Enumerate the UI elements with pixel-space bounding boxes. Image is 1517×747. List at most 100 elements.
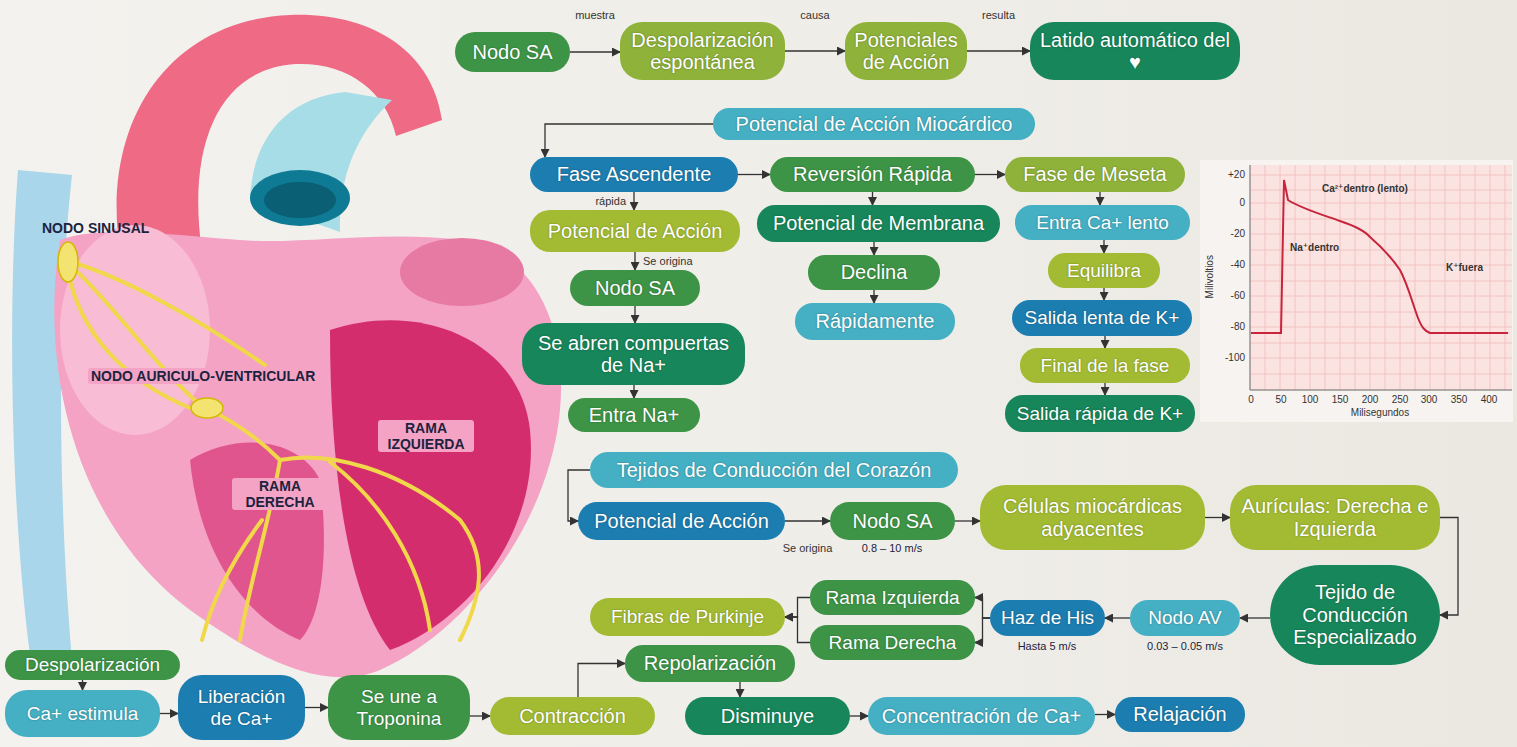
- node-text: Entra Na+: [589, 404, 680, 426]
- axes: [1250, 165, 1512, 390]
- chart-label: 50: [1266, 394, 1296, 406]
- connector-arrow: [738, 174, 770, 175]
- node-text: Final de la fase: [1041, 355, 1170, 376]
- node-text: Nodo SA: [595, 277, 675, 299]
- node-text: Potencial de Acción: [548, 220, 723, 242]
- pulmonary-artery: [250, 92, 392, 232]
- text-wrap: Se une a Troponina: [336, 686, 462, 729]
- text-wrap: Fase de Meseta: [1023, 163, 1166, 185]
- chart-label: -60: [1215, 290, 1245, 302]
- connector-arrow: [578, 664, 625, 698]
- chart-label: Na⁺dentro: [1290, 242, 1339, 254]
- text-wrap: Final de la fase: [1041, 355, 1170, 376]
- node-text: Disminuye: [721, 705, 814, 727]
- process-box: Nodo SA: [570, 270, 700, 306]
- node-text: Aurículas: Derecha e Izquierda: [1238, 495, 1432, 540]
- grid-lines: [1265, 165, 1505, 390]
- node-text: Entra Ca+ lento: [1036, 212, 1169, 233]
- edge-label: Se origina: [641, 255, 695, 267]
- node-text: Potencial de Acción Miocárdico: [736, 113, 1013, 135]
- node-text: Liberación de Ca+: [186, 686, 297, 729]
- connector-arrow: [967, 50, 1030, 51]
- process-box: Nodo AV: [1130, 600, 1240, 636]
- connector-arrow: [82, 680, 83, 690]
- left-bundle: [330, 462, 430, 630]
- action-potential-curve: [1251, 180, 1508, 333]
- process-box: Se une a Troponina: [328, 675, 470, 740]
- right-ventricle: [190, 443, 324, 640]
- node-text: Potencial de Membrana: [773, 212, 984, 234]
- node-text: Ca+ estimula: [27, 703, 138, 724]
- node-text: Nodo AV: [1148, 607, 1222, 628]
- process-box: Nodo SA: [455, 32, 570, 72]
- node-text: Tejidos de Conducción del Corazón: [617, 459, 932, 481]
- edge-label: rápida: [593, 195, 628, 207]
- vessel-lumen: [264, 182, 336, 218]
- connector-arrow: [545, 124, 713, 157]
- chart-label: 200: [1355, 394, 1385, 406]
- text-wrap: Nodo SA: [852, 510, 932, 532]
- node-text: Repolarización: [644, 652, 776, 674]
- process-box: Salida rápida de K+: [1005, 395, 1195, 432]
- text-wrap: Potencial de Acción Miocárdico: [736, 113, 1013, 135]
- connector-arrow: [305, 707, 328, 708]
- edge-label: Se origina: [781, 542, 835, 554]
- chart-label: 150: [1325, 394, 1355, 406]
- node-text: Se abren compuertas de Na+: [530, 332, 737, 377]
- node-text: Salida lenta de K+: [1025, 307, 1180, 328]
- part-label: NODO AURICULO-VENTRICULAR: [88, 368, 318, 384]
- process-box: Concentración de Ca+: [868, 697, 1095, 735]
- speed-note: Hasta 5 m/s: [1005, 640, 1089, 653]
- node-text: Fase Ascendente: [557, 163, 712, 185]
- right-atrium: [60, 225, 210, 435]
- connector-arrow: [470, 715, 490, 716]
- part-label: RAMA DERECHA: [232, 478, 328, 510]
- process-box: Equilibra: [1048, 253, 1160, 288]
- process-box: Reversión Rápida: [770, 157, 975, 192]
- text-wrap: Disminuye: [721, 705, 814, 727]
- text-wrap: Haz de His: [1001, 607, 1094, 628]
- connector-arrow: [1099, 192, 1100, 205]
- process-box: Liberación de Ca+: [178, 675, 305, 740]
- text-wrap: Entra Ca+ lento: [1036, 212, 1169, 233]
- text-wrap: Salida rápida de K+: [1017, 403, 1183, 424]
- chart-label: 0: [1215, 197, 1245, 209]
- node-text: Potenciales de Acción: [853, 29, 959, 74]
- connector-arrow: [1240, 617, 1270, 618]
- process-box: Salida lenta de K+: [1012, 300, 1192, 336]
- edge-label: muestra: [573, 9, 617, 21]
- sa-node: [58, 242, 78, 282]
- text-wrap: Contracción: [519, 705, 626, 727]
- node-text: Tejido de Conducción Especializado: [1278, 581, 1432, 648]
- connector-arrow: [975, 618, 990, 643]
- text-wrap: Equilibra: [1067, 260, 1141, 281]
- edge-label: resulta: [980, 9, 1017, 21]
- text-wrap: Despolarización: [25, 654, 160, 675]
- connector-arrow: [1104, 336, 1105, 348]
- av-node: [191, 398, 223, 418]
- process-box: Entra Na+: [568, 398, 700, 432]
- node-text: Haz de His: [1001, 607, 1094, 628]
- part-label: RAMA IZQUIERDA: [378, 420, 474, 452]
- internodal-path: [68, 272, 195, 410]
- chart-label: 250: [1385, 394, 1415, 406]
- node-text: Fase de Meseta: [1023, 163, 1166, 185]
- chart-label: K⁺fuera: [1446, 262, 1483, 274]
- node-text: Potencial de Acción: [594, 510, 769, 532]
- text-wrap: Fase Ascendente: [557, 163, 712, 185]
- connector-arrow: [633, 192, 634, 210]
- chart-label: +20: [1215, 169, 1245, 181]
- connector-arrow: [975, 598, 990, 619]
- node-text: Equilibra: [1067, 260, 1141, 281]
- text-wrap: Tejido de Conducción Especializado: [1278, 581, 1432, 648]
- process-box: Entra Ca+ lento: [1015, 205, 1190, 240]
- process-box: Repolarización: [625, 645, 795, 682]
- text-wrap: Rama Derecha: [829, 632, 957, 653]
- text-wrap: Latido automático del ♥: [1038, 29, 1232, 74]
- connector-arrow: [160, 713, 178, 714]
- process-box: Células miocárdicas adyacentes: [980, 485, 1205, 550]
- grid-lines: [1250, 175, 1512, 374]
- left-atrium: [400, 238, 524, 306]
- node-text: Despolarización espontánea: [628, 29, 777, 74]
